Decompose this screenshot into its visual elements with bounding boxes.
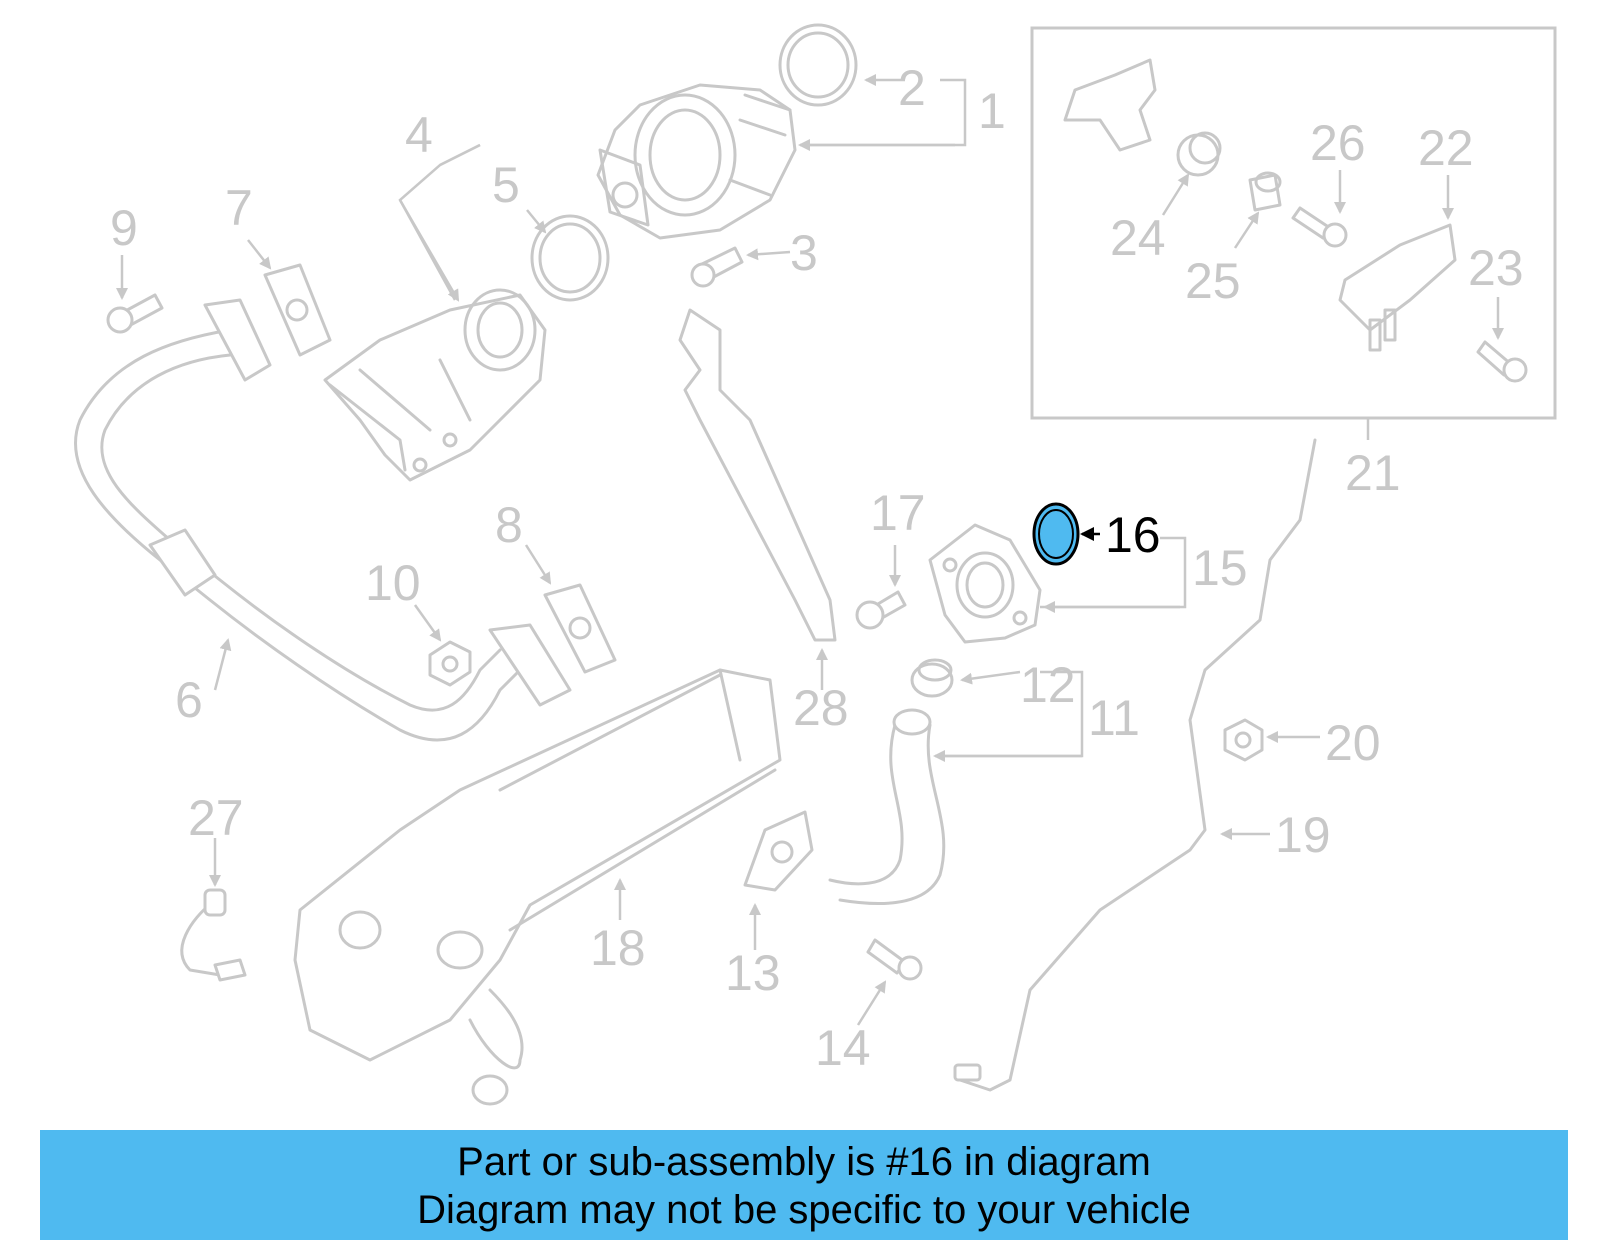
part-27-sensor: [180, 888, 247, 982]
callout-23: 23: [1468, 240, 1524, 296]
callout-7: 7: [225, 180, 253, 236]
callout-20: 20: [1325, 715, 1381, 771]
callout-28: 28: [793, 680, 849, 736]
callout-6: 6: [175, 672, 203, 728]
part-13-gasket: [743, 810, 814, 892]
part-5-o-ring: [530, 214, 610, 302]
part-7-gasket: [263, 263, 332, 357]
part-18-egr-cooler: [293, 668, 782, 1106]
part-3-bolt: [690, 246, 744, 288]
callout-24: 24: [1110, 210, 1166, 266]
callout-11: 11: [1088, 690, 1140, 746]
callout-22: 22: [1418, 120, 1474, 176]
part-22-sensor: [1338, 223, 1457, 352]
callout-25: 25: [1185, 253, 1241, 309]
part-10-nut: [428, 640, 472, 687]
callout-18: 18: [590, 920, 646, 976]
part-11-hose: [828, 708, 946, 906]
callout-13: 13: [725, 945, 781, 1001]
part-4-egr-housing: [323, 288, 547, 482]
callout-27: 27: [188, 790, 244, 846]
part-23-bolt: [1476, 340, 1528, 383]
part-1-egr-valve: [596, 83, 797, 240]
part-24-bushing: [1176, 131, 1222, 177]
banner-line-1: Part or sub-assembly is #16 in diagram: [457, 1140, 1151, 1184]
callout-8: 8: [495, 497, 523, 553]
callout-12: 12: [1020, 657, 1076, 713]
callout-21: 21: [1345, 445, 1401, 501]
callout-2: 2: [898, 60, 926, 116]
callout-4: 4: [405, 107, 433, 163]
part-20-nut: [1223, 718, 1264, 762]
part-19-pipe: [953, 438, 1317, 1092]
callout-14: 14: [815, 1020, 871, 1076]
part-15-connector: [928, 523, 1042, 644]
part-28-bracket: [678, 58, 1157, 642]
callout-5: 5: [492, 157, 520, 213]
leader-lines: [116, 74, 1504, 1026]
info-banner: Part or sub-assembly is #16 in diagram D…: [40, 1130, 1568, 1240]
part-8-gasket: [543, 583, 617, 674]
callout-labels: 1 2 3 4 5 6 7 8 9 10 11 12 13 14 15 16 1…: [110, 60, 1524, 1076]
inset-box: [1030, 26, 1557, 420]
callout-16: 16: [1105, 507, 1161, 563]
part-2-o-ring: [778, 23, 858, 107]
part-9-bolt: [106, 293, 164, 334]
callout-9: 9: [110, 200, 138, 256]
banner-line-2: Diagram may not be specific to your vehi…: [417, 1188, 1191, 1232]
part-17-bolt: [855, 590, 907, 630]
part-14-bolt: [866, 938, 923, 981]
callout-10: 10: [365, 555, 421, 611]
part-26-bolt: [1291, 206, 1348, 248]
part-25-spacer: [1248, 171, 1282, 212]
callout-3: 3: [790, 225, 818, 281]
part-12-grommet: [910, 658, 954, 698]
callout-26: 26: [1310, 115, 1366, 171]
callout-1: 1: [978, 83, 1006, 139]
callout-15: 15: [1192, 540, 1248, 596]
callout-19: 19: [1275, 807, 1331, 863]
callout-17: 17: [870, 485, 926, 541]
part-6-egr-pipe: [74, 298, 572, 742]
part-16-o-ring: [1032, 502, 1080, 566]
